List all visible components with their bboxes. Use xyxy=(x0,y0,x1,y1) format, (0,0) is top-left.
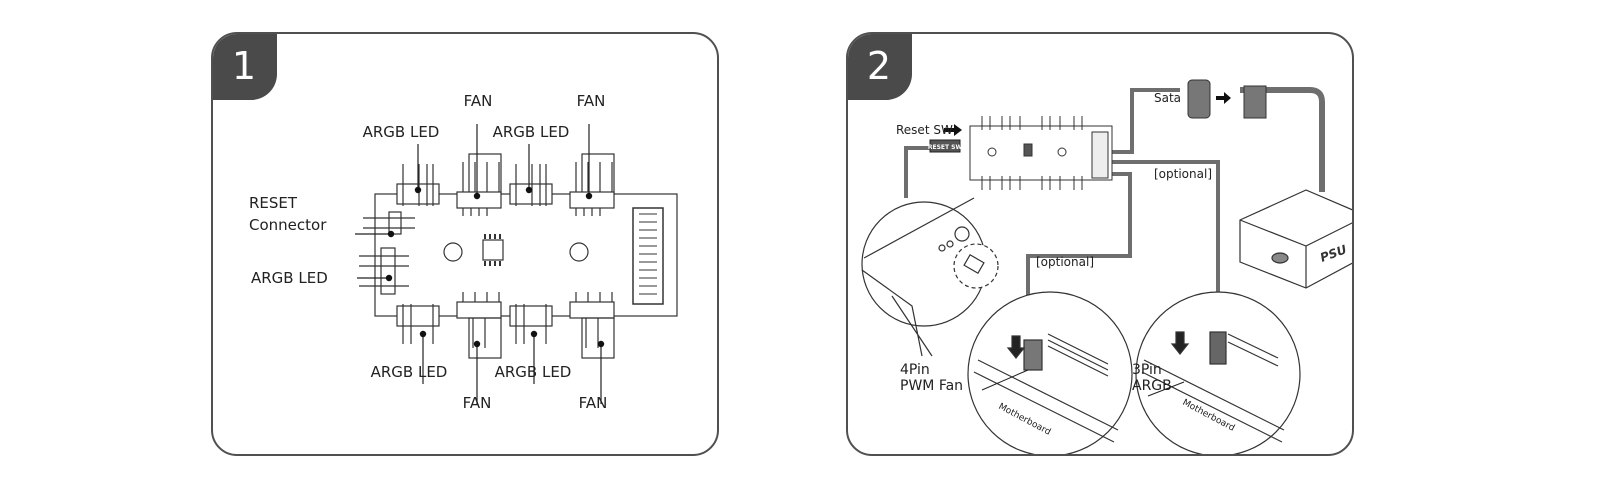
mount-hole-right xyxy=(569,242,589,262)
sata-port xyxy=(632,207,664,305)
reset-sw-chip xyxy=(929,139,961,153)
label-4pin: 4Pin xyxy=(900,362,930,378)
label-sata: Sata xyxy=(1154,91,1181,105)
label-bottom-argb-1: ARGB LED xyxy=(371,363,448,381)
reset-sw-chip-label: RESET SW xyxy=(928,144,963,151)
wiring-diagram: RESET SW PSU xyxy=(861,79,1352,454)
step-1-panel: 1 xyxy=(211,32,719,456)
sata-socket xyxy=(1243,85,1267,119)
bottom-fan-connector-2 xyxy=(569,292,615,359)
label-bottom-argb-2: ARGB LED xyxy=(495,363,572,381)
mini-hub xyxy=(969,116,1113,190)
sata-plug xyxy=(1187,79,1211,119)
sata-port-pins xyxy=(639,213,657,295)
label-optional-fan: [optional] xyxy=(1036,255,1094,269)
label-top-argb-2: ARGB LED xyxy=(493,123,570,141)
label-argb: ARGB xyxy=(1132,378,1172,394)
label-bottom-fan-2: FAN xyxy=(579,394,608,412)
hub-board xyxy=(374,193,678,317)
sata-cable xyxy=(1106,88,1180,154)
bottom-argb-connector-2 xyxy=(509,304,553,344)
psu-cable xyxy=(1240,87,1325,192)
fan-hub-diagram: ARGB LED FAN ARGB LED FAN RESET Connecto… xyxy=(249,92,678,412)
psu-box xyxy=(1239,189,1352,289)
label-reset-line2: Connector xyxy=(249,216,327,234)
label-pwm-fan: PWM Fan xyxy=(900,378,963,394)
label-left-argb: ARGB LED xyxy=(251,269,328,287)
bottom-argb-connector-1 xyxy=(396,304,440,344)
case-reset-button-detail xyxy=(861,197,999,357)
label-top-fan-1: FAN xyxy=(464,92,493,110)
cables xyxy=(904,87,1325,346)
motherboard-leader-lines xyxy=(981,369,1185,397)
chip-pins xyxy=(484,234,501,266)
step-2-panel: 2 RESET SW PSU xyxy=(846,32,1354,456)
motherboard-argb-detail xyxy=(1135,291,1301,454)
label-top-argb-1: ARGB LED xyxy=(363,123,440,141)
label-reset-line1: RESET xyxy=(249,194,298,212)
label-top-fan-2: FAN xyxy=(577,92,606,110)
step-2-badge: 2 xyxy=(848,34,912,100)
label-optional-argb: [optional] xyxy=(1154,167,1212,181)
motherboard-fan-detail xyxy=(967,291,1133,454)
bottom-fan-connector-1 xyxy=(456,292,502,359)
reset-connector xyxy=(363,211,415,235)
label-reset-sw: Reset SW xyxy=(896,123,953,137)
left-argb-connector xyxy=(359,247,409,295)
fan-cable xyxy=(1026,172,1132,346)
top-fan-connector-2 xyxy=(569,153,615,216)
controller-chip xyxy=(482,239,504,261)
label-3pin: 3Pin xyxy=(1132,362,1162,378)
top-argb-connector-2 xyxy=(509,164,553,206)
reset-arrow-icon xyxy=(944,124,962,136)
mount-hole-left xyxy=(443,242,463,262)
top-fan-connector-1 xyxy=(456,153,502,216)
reset-cable xyxy=(904,146,930,198)
leader-dots xyxy=(385,186,605,348)
argb-cable xyxy=(1106,160,1220,334)
label-bottom-fan-1: FAN xyxy=(463,394,492,412)
sata-arrow-icon xyxy=(1216,92,1231,104)
step-1-badge: 1 xyxy=(213,34,277,100)
